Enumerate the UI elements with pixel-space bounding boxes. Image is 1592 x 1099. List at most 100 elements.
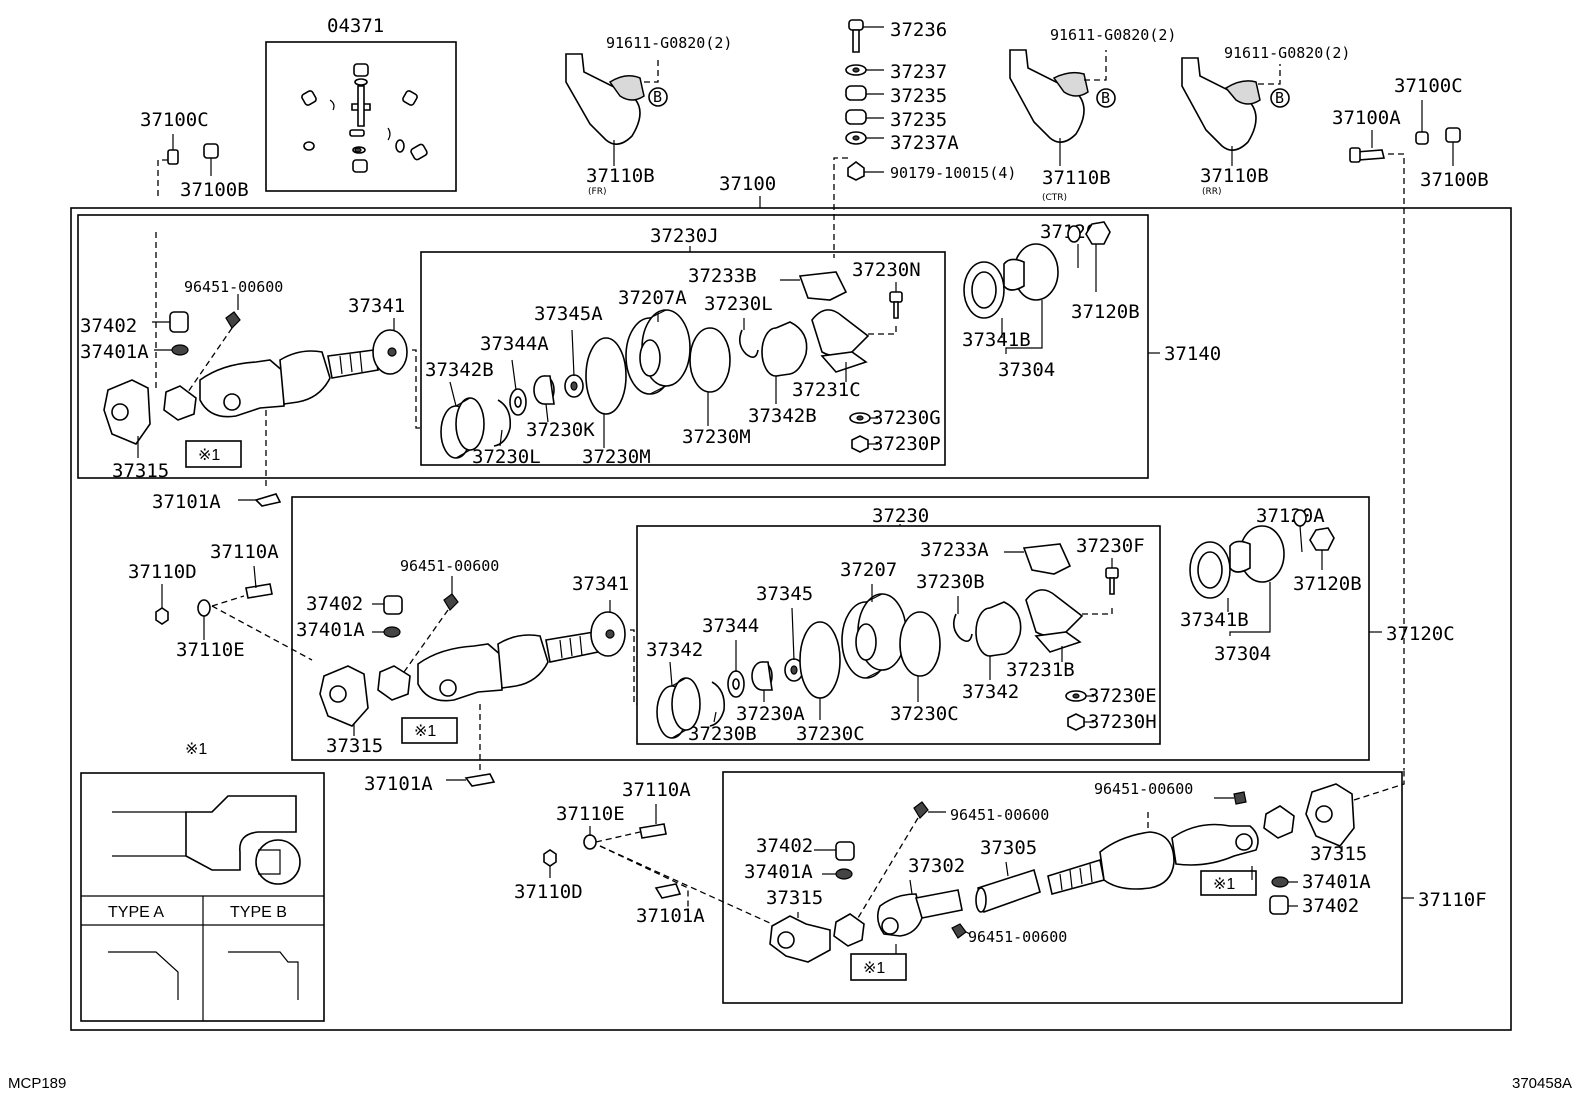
label-37402-front: 37402 — [80, 315, 137, 337]
label-37100c-right: 37100C — [1394, 75, 1463, 97]
legend-type-a: TYPE A — [108, 904, 164, 921]
label-37401a-front: 37401A — [80, 341, 149, 363]
legend-title: ※1 — [185, 741, 207, 758]
note-marker-center: ※1 — [414, 723, 436, 740]
label-37110e-center: 37110E — [176, 639, 245, 661]
label-37236: 37236 — [890, 19, 947, 41]
label-37100b-left: 37100B — [180, 179, 249, 201]
label-37230f: 37230F — [1076, 535, 1145, 557]
label-37140: 37140 — [1164, 343, 1221, 365]
label-96451-rear-b: 96451-00600 — [968, 928, 1067, 946]
label-37110d-center: 37110D — [128, 561, 197, 583]
leader-37100c-left — [157, 159, 168, 198]
label-37342-b: 37342 — [962, 681, 1019, 703]
label-37344a: 37344A — [480, 333, 549, 355]
label-37402-center: 37402 — [306, 593, 363, 615]
bracket-37110b-rr: B — [1181, 57, 1290, 166]
note-box-center — [401, 717, 458, 744]
circle-b-fr: B — [653, 88, 662, 106]
label-37110e-rear: 37110E — [556, 803, 625, 825]
label-37101a-rear: 37101A — [636, 905, 705, 927]
label-37235-b: 37235 — [890, 109, 947, 131]
front-shaft-frame — [77, 214, 1149, 479]
front-shaft-assembly — [103, 232, 421, 488]
note-box-rear-left — [850, 953, 907, 981]
rear-shaft-assembly — [769, 770, 1405, 963]
front-flange-parts — [963, 221, 1111, 354]
label-91611-a: 91611-G0820(2) — [606, 34, 732, 52]
label-37402-rear: 37402 — [756, 835, 813, 857]
label-37230: 37230 — [872, 505, 929, 527]
label-04371: 04371 — [327, 15, 384, 37]
label-37230p: 37230P — [872, 433, 941, 455]
label-91611-c: 91611-G0820(2) — [1224, 44, 1350, 62]
label-37110b-fr: 37110B — [586, 165, 655, 187]
center-bearing-parts — [656, 543, 1119, 739]
clip-37101a-front — [254, 493, 282, 507]
note-box-rear-right — [1200, 870, 1257, 896]
label-37342b-b: 37342B — [748, 405, 817, 427]
bolt-37100a — [1349, 130, 1386, 163]
label-37401a-rear: 37401A — [744, 861, 813, 883]
label-37237: 37237 — [890, 61, 947, 83]
label-37230m-a: 37230M — [582, 446, 651, 468]
sheet-code-left: MCP189 — [8, 1075, 66, 1092]
label-37237a: 37237A — [890, 132, 959, 154]
label-90179: 90179-10015(4) — [890, 164, 1016, 182]
label-37100b-right: 37100B — [1420, 169, 1489, 191]
leader-37100a-right — [1388, 153, 1405, 770]
center-shaft-assembly — [319, 576, 637, 770]
label-fr: (FR) — [588, 187, 606, 197]
label-37230a: 37230A — [736, 703, 805, 725]
nut-37100c-right — [1415, 100, 1429, 145]
note-marker-rear-right: ※1 — [1213, 876, 1235, 893]
label-37110b-ctr: 37110B — [1042, 167, 1111, 189]
label-37100a: 37100A — [1332, 107, 1401, 129]
label-37230b-a: 37230B — [916, 571, 985, 593]
legend-type-b-profile — [228, 951, 299, 1000]
label-37302: 37302 — [908, 855, 965, 877]
label-37305: 37305 — [980, 837, 1037, 859]
circle-b-ctr: B — [1101, 89, 1110, 107]
label-37315-front: 37315 — [112, 460, 169, 482]
center-flange-parts — [1189, 509, 1335, 636]
label-37401a-rear-right: 37401A — [1302, 871, 1371, 893]
legend-yoke-illustration — [112, 795, 301, 885]
center-shaft-frame — [291, 496, 1370, 761]
mount-stack — [833, 19, 884, 258]
label-37100: 37100 — [719, 173, 776, 195]
spider-kit-parts — [301, 63, 428, 173]
label-37401a-center: 37401A — [296, 619, 365, 641]
circle-b-rr: B — [1275, 89, 1284, 107]
label-91611-b: 91611-G0820(2) — [1050, 26, 1176, 44]
label-37231c: 37231C — [792, 379, 861, 401]
label-37230l-a: 37230L — [704, 293, 773, 315]
label-96451-center: 96451-00600 — [400, 557, 499, 575]
note-marker-front: ※1 — [198, 447, 220, 464]
label-96451-rear-c: 96451-00600 — [1094, 780, 1193, 798]
label-37110a-rear: 37110A — [622, 779, 691, 801]
label-37101a-front: 37101A — [152, 491, 221, 513]
label-37342b-a: 37342B — [425, 359, 494, 381]
label-96451-front: 96451-00600 — [184, 278, 283, 296]
label-37341b-center: 37341B — [1180, 609, 1249, 631]
bracket-37110b-fr: B — [565, 53, 668, 166]
label-37110d-rear: 37110D — [514, 881, 583, 903]
nut-37100b-right — [1445, 127, 1461, 166]
clip-37101a-center — [464, 773, 496, 787]
center-bearing-frame — [636, 525, 1161, 745]
label-37120c: 37120C — [1386, 623, 1455, 645]
label-37230l-b: 37230L — [472, 446, 541, 468]
label-37315-rear: 37315 — [766, 887, 823, 909]
note-marker-rear-left: ※1 — [863, 960, 885, 977]
label-37110b-rr: 37110B — [1200, 165, 1269, 187]
note-box-front — [185, 440, 242, 468]
label-37341-front: 37341 — [348, 295, 405, 317]
label-37230n: 37230N — [852, 259, 921, 281]
main-assembly-frame — [70, 207, 1512, 1031]
label-37230j: 37230J — [650, 225, 719, 247]
label-37344: 37344 — [702, 615, 759, 637]
label-96451-rear-a: 96451-00600 — [950, 806, 1049, 824]
label-37304-front: 37304 — [998, 359, 1055, 381]
sheet-code-right: 370458A — [1512, 1075, 1572, 1092]
